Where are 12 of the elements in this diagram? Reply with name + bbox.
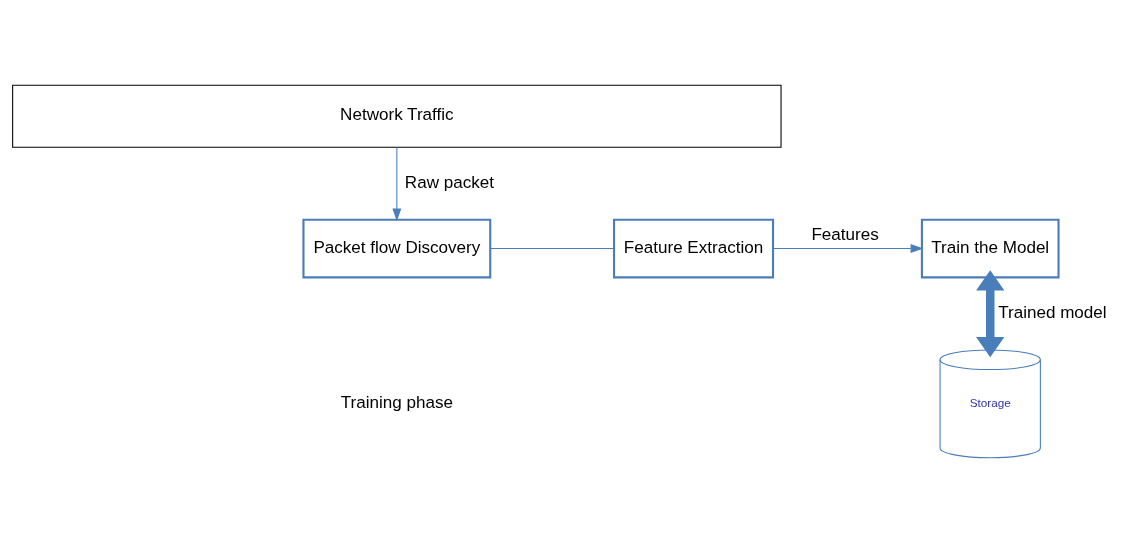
arrow: [772, 243, 924, 253]
node-box: Train the Model: [920, 218, 1060, 278]
node-box: Network Traffic: [12, 84, 782, 148]
edge-label: Trained model: [998, 302, 1107, 322]
connector: [489, 247, 615, 249]
edge-label: Raw packet: [404, 172, 495, 192]
edge-label: Features: [811, 224, 879, 244]
node-box: Packet flow Discovery: [302, 218, 492, 278]
arrow: [392, 146, 402, 221]
label: Training phase: [340, 392, 453, 412]
node-box: Feature Extraction: [612, 218, 775, 278]
arrow: [976, 269, 1005, 357]
